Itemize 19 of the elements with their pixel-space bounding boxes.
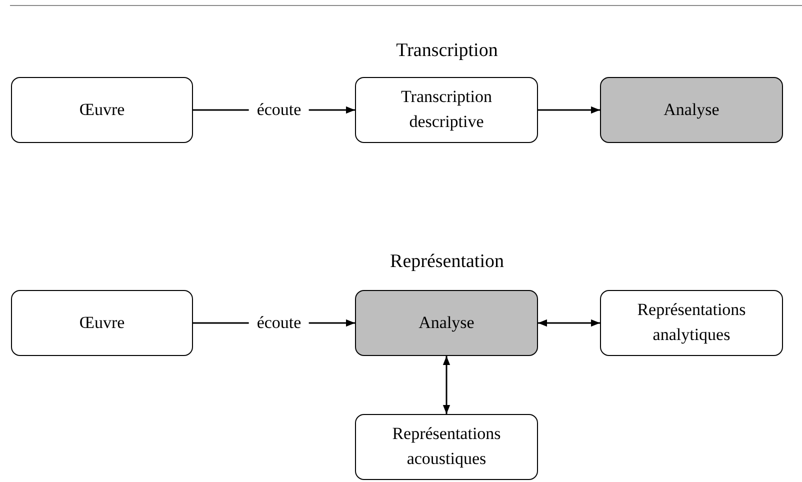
process-box [11,290,193,356]
box-text: Œuvre [79,312,125,334]
process-box [355,77,538,143]
section-heading: Transcription [396,40,498,62]
section-heading: Représentation [390,251,504,273]
arrow [442,356,450,414]
arrow [538,319,600,327]
box-text: Œuvre [79,98,125,121]
process-box [355,290,538,356]
process-box [600,77,783,143]
box-text: Analyse [418,312,474,334]
box-text: Transcription descriptive [400,86,493,133]
box-text: Représentations acoustiques [391,423,502,470]
process-box [11,77,193,143]
process-box [600,290,783,356]
arrow [538,106,600,114]
box-text: Représentations analytiques [636,299,747,346]
process-box [355,414,538,480]
box-text: Analyse [664,98,720,121]
